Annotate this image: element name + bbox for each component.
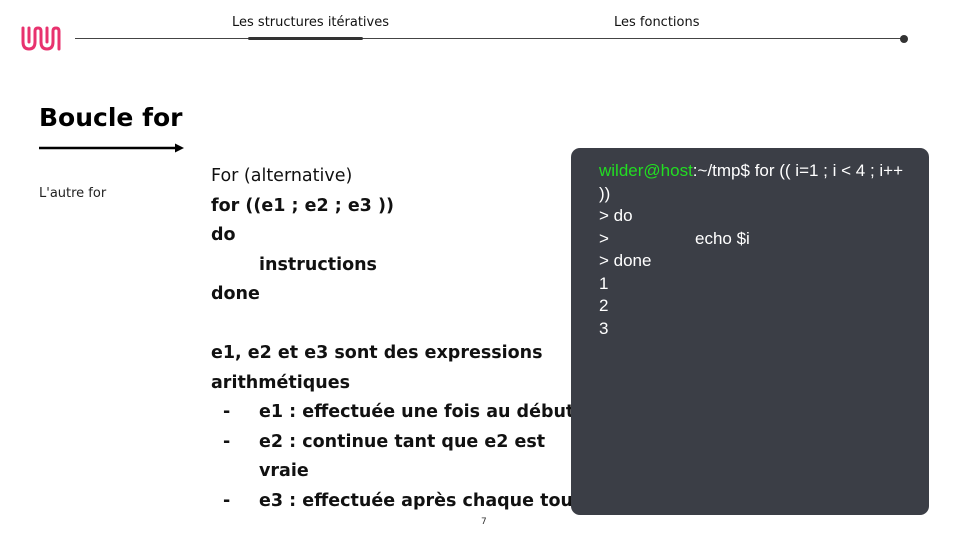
- page-number: 7: [481, 517, 487, 527]
- brand-logo: [21, 26, 61, 51]
- bullet-desc: : continue tant que e2 est vraie: [259, 431, 546, 482]
- bullet-e3: - e3 : effectuée après chaque tour: [211, 487, 582, 517]
- nav-progress-line: [75, 38, 905, 39]
- terminal-line: > echo $i: [599, 228, 911, 251]
- terminal-output: 3: [599, 318, 609, 338]
- nav-item-fonctions[interactable]: Les fonctions: [614, 15, 700, 30]
- title-underline-arrow: [39, 143, 184, 153]
- terminal-prompt-line: wilder@host:~/tmp$ for (( i=1 ; i < 4 ; …: [599, 160, 911, 205]
- bullet-desc: : effectuée après chaque tour: [283, 490, 582, 511]
- terminal-prompt-path: :~/tmp$: [692, 161, 755, 180]
- bullet-dash: -: [223, 402, 231, 422]
- bullet-text: e3 : effectuée après chaque tour: [259, 487, 582, 517]
- syntax-line-instructions: instructions: [259, 254, 377, 275]
- terminal-line: > done: [599, 251, 652, 270]
- slide-title: Boucle for: [39, 103, 183, 132]
- terminal-output: 2: [599, 296, 609, 315]
- bullet-term: e2: [259, 431, 284, 452]
- syntax-line-done: done: [211, 284, 260, 304]
- nav-active-indicator: [248, 37, 363, 40]
- terminal-prompt-user: wilder@host: [599, 161, 693, 180]
- syntax-line-do: do: [211, 225, 236, 245]
- nav-end-dot: [900, 35, 908, 43]
- slide-body: For (alternative) for ((e1 ; e2 ; e3 )) …: [211, 162, 582, 517]
- bullet-term: e3: [259, 490, 284, 511]
- bullet-term: e1: [259, 402, 284, 422]
- bullet-e1: - e1 : effectuée une fois au début: [211, 398, 576, 428]
- bullet-e2: - e2 : continue tant que e2 est vraie: [211, 428, 576, 487]
- terminal-output: 1: [599, 273, 609, 293]
- bullet-text: e2 : continue tant que e2 est vraie: [259, 428, 576, 487]
- terminal-echo: echo $i: [695, 228, 750, 248]
- bullet-desc: : effectuée une fois au début: [283, 402, 575, 422]
- slide-subtitle: L'autre for: [39, 186, 107, 201]
- bullet-text: e1 : effectuée une fois au début: [259, 398, 576, 428]
- terminal-panel: wilder@host:~/tmp$ for (( i=1 ; i < 4 ; …: [571, 148, 929, 515]
- body-description: e1, e2 et e3 sont des expressions arithm…: [211, 343, 543, 393]
- spacer: [211, 310, 576, 340]
- terminal-prompt-marker: >: [599, 228, 609, 248]
- bullet-dash: -: [223, 431, 231, 452]
- terminal-command: for (( i=1 ; i < 4 ; i++ )): [599, 161, 904, 203]
- terminal-line: > do: [599, 206, 633, 225]
- bullet-dash: -: [223, 490, 231, 511]
- nav-item-structures-iteratives[interactable]: Les structures itératives: [232, 15, 390, 30]
- body-heading: For (alternative): [211, 166, 353, 186]
- syntax-line-for: for ((e1 ; e2 ; e3 )): [211, 195, 394, 216]
